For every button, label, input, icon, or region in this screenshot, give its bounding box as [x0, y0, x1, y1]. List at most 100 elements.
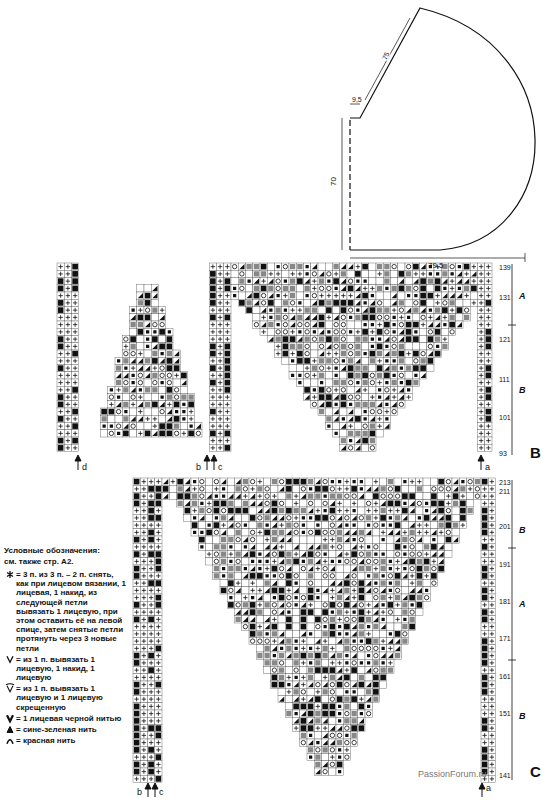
chart-stroke — [109, 409, 115, 415]
chart-stroke — [341, 438, 346, 443]
chart-stroke — [182, 417, 185, 420]
chart-stroke — [417, 486, 422, 491]
chart-stroke — [429, 309, 432, 312]
chart-stroke — [362, 329, 368, 335]
chart-stroke — [420, 328, 427, 335]
chart-stroke — [159, 329, 165, 335]
chart-stroke — [306, 272, 309, 275]
chart-stroke — [145, 387, 150, 392]
chart-stroke — [153, 330, 156, 333]
chart-stroke — [399, 300, 404, 305]
chart-stroke — [355, 402, 360, 407]
chart-stroke — [331, 480, 334, 483]
chart-stroke — [210, 344, 216, 350]
chart-stroke — [327, 425, 330, 428]
chart-stroke — [58, 365, 64, 371]
chart-stroke — [403, 480, 406, 483]
chart-stroke — [369, 278, 376, 285]
chart-stroke — [486, 336, 492, 342]
chart-stroke — [354, 423, 361, 430]
chart-stroke — [349, 403, 352, 406]
chart-stroke — [182, 403, 185, 406]
chart-stroke — [225, 373, 231, 379]
chart-stroke — [391, 270, 398, 277]
chart-stroke — [377, 308, 382, 313]
chart-stroke — [276, 308, 281, 313]
chart-stroke — [458, 287, 461, 290]
chart-stroke — [371, 323, 374, 326]
chart-stroke — [392, 366, 397, 371]
chart-stroke — [385, 403, 388, 406]
chart-stroke — [210, 293, 216, 299]
chart-stroke — [156, 493, 162, 499]
chart-stroke — [369, 365, 376, 372]
chart-stroke — [360, 480, 363, 483]
chart-stroke — [385, 381, 388, 384]
chart-stroke — [174, 365, 180, 371]
chart-stroke — [297, 278, 303, 284]
chart-stroke — [376, 278, 383, 285]
chart-stroke — [334, 380, 339, 385]
chart-stroke — [233, 294, 236, 297]
chart-stroke — [423, 485, 430, 492]
chart-stroke — [370, 315, 376, 321]
chart-stroke — [486, 373, 492, 379]
chart-stroke — [291, 374, 294, 377]
chart-stroke — [231, 278, 238, 285]
chart-stroke — [385, 417, 388, 420]
chart-stroke — [333, 307, 340, 314]
chart-stroke — [161, 396, 164, 399]
chart-stroke — [269, 316, 272, 319]
chart-stroke — [144, 350, 151, 357]
chart-stroke — [341, 380, 346, 385]
chart-stroke — [293, 479, 299, 485]
chart-stroke — [451, 272, 454, 275]
chart-stroke — [393, 316, 396, 319]
chart-stroke — [378, 396, 381, 399]
chart-stroke — [102, 416, 107, 421]
chart-stroke — [377, 344, 383, 350]
chart-stroke — [289, 365, 296, 372]
chart-stroke — [355, 373, 360, 378]
chart-stroke — [384, 264, 389, 269]
chart-stroke — [277, 265, 280, 268]
chart-stroke — [138, 329, 144, 335]
chart-stroke — [348, 431, 353, 436]
chart-stroke — [261, 271, 266, 276]
chart-stroke — [169, 493, 176, 500]
chart-stroke — [363, 431, 368, 436]
chart-stroke — [327, 330, 330, 333]
chart-stroke — [377, 351, 382, 356]
chart-stroke — [291, 359, 294, 362]
chart-stroke — [188, 402, 194, 408]
chart-stroke — [399, 271, 405, 277]
chart-stroke — [335, 367, 338, 370]
chart-stroke — [399, 286, 405, 292]
chart-stroke — [58, 445, 64, 451]
chart-stroke — [145, 293, 151, 299]
chart-stroke — [146, 330, 149, 333]
chart-stroke — [362, 357, 369, 364]
chart-stroke — [210, 315, 216, 321]
chart-stroke — [58, 438, 64, 444]
chart-stroke — [58, 336, 64, 342]
chart-stroke — [283, 351, 289, 357]
chart-stroke — [290, 286, 295, 291]
chart-stroke — [362, 394, 369, 401]
chart-stroke — [405, 372, 412, 379]
chart-stroke — [318, 263, 325, 270]
chart-stroke — [167, 344, 173, 350]
chart-stroke — [268, 322, 273, 327]
chart-stroke — [420, 286, 426, 292]
chart-stroke — [117, 432, 120, 435]
chart-stroke — [420, 343, 427, 350]
chart-stroke — [384, 308, 389, 313]
chart-stroke — [145, 300, 151, 306]
chart-stroke — [342, 359, 345, 362]
chart-stroke — [341, 351, 346, 356]
chart-stroke — [414, 330, 417, 333]
chart-stroke — [319, 387, 325, 393]
chart-stroke — [58, 394, 64, 400]
chart-stroke — [296, 292, 303, 299]
chart-stroke — [282, 270, 289, 277]
